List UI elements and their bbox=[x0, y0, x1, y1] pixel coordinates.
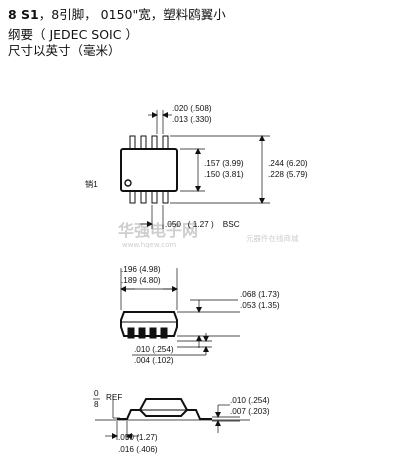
dim-lead-pitch: .050 ( 1.27 ) BSC bbox=[165, 220, 240, 229]
lead-side-1 bbox=[127, 327, 135, 339]
pin-top-1 bbox=[129, 135, 136, 151]
package-body-top bbox=[120, 148, 178, 192]
angle-min: 0 bbox=[94, 389, 99, 398]
package-body-end bbox=[138, 398, 189, 417]
dim-lead-thickness-max: .010 (.254) bbox=[230, 396, 270, 405]
title-description: ，8引脚， 0150"宽，塑料鸥翼小 bbox=[38, 7, 226, 22]
dim-foot-length-max: .050 (1.27) bbox=[118, 433, 158, 442]
dim-lead-width-min: .013 (.330) bbox=[172, 115, 212, 124]
package-code: 8 S1 bbox=[8, 7, 39, 22]
dim-foot-length-min: .016 (.406) bbox=[118, 445, 158, 454]
angle-ref-label: REF bbox=[106, 393, 122, 402]
pin1-indicator-icon bbox=[124, 179, 132, 187]
angle-max: 8 bbox=[94, 400, 99, 409]
dim-body-width-max: .157 (3.99) bbox=[204, 159, 244, 168]
dim-body-length-max: .196 (4.98) bbox=[121, 265, 161, 274]
watermark-url: www.hqew.com bbox=[122, 241, 176, 249]
dim-height-max: .068 (1.73) bbox=[240, 290, 280, 299]
title-line-2: 纲要（ JEDEC SOIC ） bbox=[8, 27, 138, 42]
pin-top-2 bbox=[140, 135, 147, 151]
watermark-cn: 华强电子网 bbox=[118, 221, 198, 240]
side-view bbox=[120, 268, 240, 356]
lead-side-2 bbox=[138, 327, 146, 339]
pin1-label: 销1 bbox=[85, 179, 98, 189]
pin-top-4 bbox=[162, 135, 169, 151]
watermark: 华强电子网 www.hqew.com 元器件在线商城 bbox=[118, 221, 299, 249]
dim-height-min: .053 (1.35) bbox=[240, 301, 280, 310]
top-view bbox=[120, 110, 270, 229]
dim-standoff-max: .010 (.254) bbox=[134, 345, 174, 354]
dim-body-length-min: .189 (4.80) bbox=[121, 276, 161, 285]
lead-side-4 bbox=[160, 327, 168, 339]
title-line-3: 尺寸以英寸（毫米） bbox=[8, 43, 121, 58]
dim-overall-width-max: .244 (6.20) bbox=[268, 159, 308, 168]
pin-top-3 bbox=[151, 135, 158, 151]
lead-gull-right bbox=[187, 409, 212, 420]
dim-standoff-min: .004 (.102) bbox=[134, 356, 174, 365]
lead-side-3 bbox=[149, 327, 157, 339]
title-line-1: 8 S1，8引脚， 0150"宽，塑料鸥翼小 bbox=[8, 7, 226, 23]
lead-gull-left bbox=[117, 409, 140, 420]
dim-body-width-min: .150 (3.81) bbox=[204, 170, 244, 179]
dim-lead-thickness-min: .007 (.203) bbox=[230, 407, 270, 416]
dim-lead-width-max: .020 (.508) bbox=[172, 104, 212, 113]
dim-overall-width-min: .228 (5.79) bbox=[268, 170, 308, 179]
watermark-tag: 元器件在线商城 bbox=[246, 233, 299, 243]
end-view bbox=[95, 396, 250, 440]
